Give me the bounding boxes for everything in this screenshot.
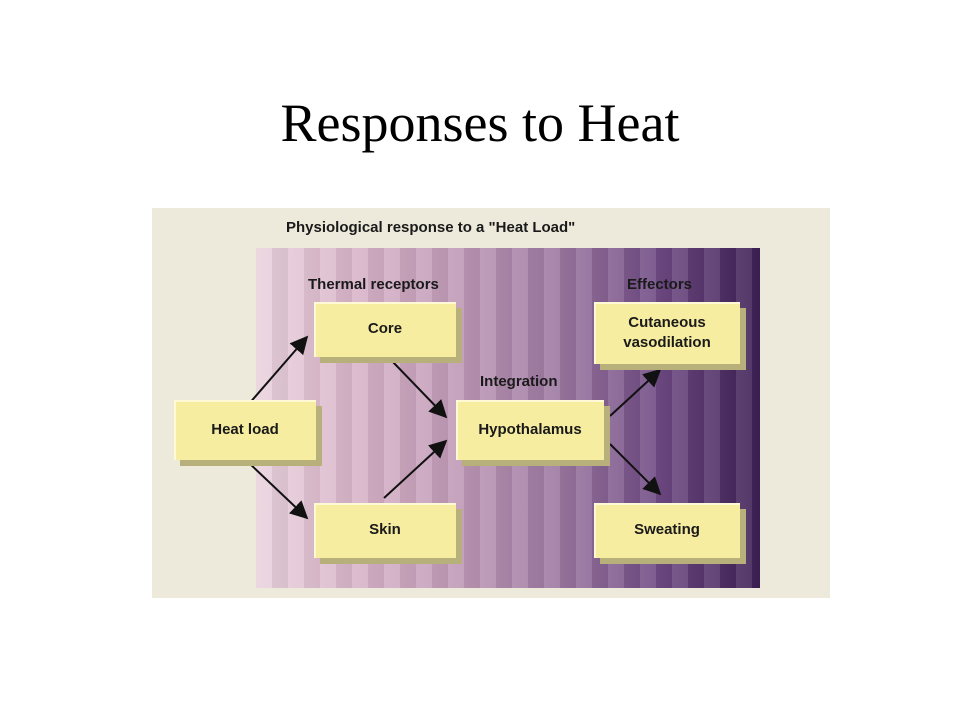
arrow-heatload-to-skin <box>247 461 309 520</box>
node-skin-label: Skin <box>369 521 401 539</box>
node-core: Core <box>314 302 456 357</box>
arrows-layer <box>247 335 662 520</box>
arrow-hypothalamus-to-vasodilation <box>609 368 662 417</box>
node-sweating-label: Sweating <box>634 521 700 539</box>
node-skin: Skin <box>314 503 456 558</box>
node-heat-load: Heat load <box>174 400 316 460</box>
arrow-core-to-hypothalamus <box>391 360 448 419</box>
node-core-label: Core <box>367 320 403 338</box>
stage-label-integration: Integration <box>480 373 558 390</box>
node-heat-load-label: Heat load <box>211 420 279 438</box>
node-sweating: Sweating <box>594 503 740 558</box>
arrow-skin-to-hypothalamus <box>383 439 448 499</box>
node-cutaneous-vasodilation: Cutaneous vasodilation <box>594 302 740 364</box>
arrow-heatload-to-core <box>247 335 309 406</box>
node-hypothalamus-label: Hypothalamus <box>478 420 582 438</box>
node-vasodilation-label: Cutaneous vasodilation <box>623 313 711 351</box>
stage-label-effectors: Effectors <box>627 276 693 293</box>
diagram-title: Physiological response to a "Heat Load" <box>286 219 576 236</box>
arrow-hypothalamus-to-sweating <box>609 443 662 496</box>
node-hypothalamus: Hypothalamus <box>456 400 604 460</box>
diagram-panel: Physiological response to a "Heat Load" … <box>152 208 830 598</box>
stage-label-receptors: Thermal receptors <box>308 276 439 293</box>
slide-title: Responses to Heat <box>280 93 680 153</box>
